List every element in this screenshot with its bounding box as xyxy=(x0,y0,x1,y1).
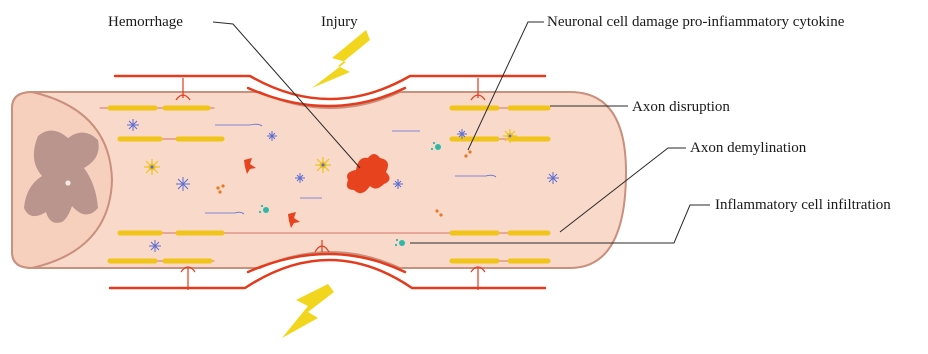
label-injury: Injury xyxy=(321,14,358,30)
label-axon-demylination: Axon demylination xyxy=(690,140,807,156)
central-canal xyxy=(65,180,70,185)
label-neuronal-damage: Neuronal cell damage pro-infiammatory cy… xyxy=(547,14,845,30)
label-inflammatory-infiltration: Inflammatory cell infiltration xyxy=(715,197,891,213)
label-axon-disruption: Axon disruption xyxy=(632,99,730,115)
injury-bolt-bottom xyxy=(282,284,334,338)
label-hemorrhage: Hemorrhage xyxy=(108,14,183,30)
injury-bolt-top xyxy=(312,30,370,88)
